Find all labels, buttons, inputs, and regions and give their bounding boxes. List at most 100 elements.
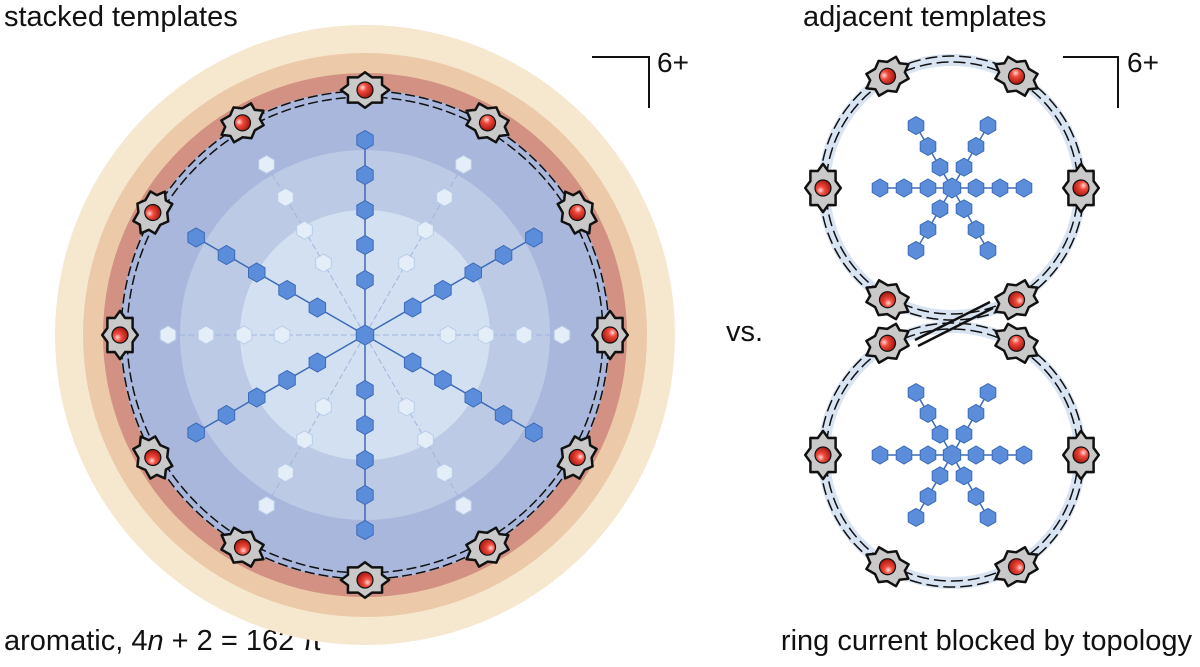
crossing-link — [914, 300, 991, 342]
hexagon-unit — [931, 199, 949, 219]
hexagon-unit — [417, 220, 434, 240]
hexagon-unit — [315, 253, 332, 273]
hexagon-unit — [931, 424, 949, 444]
porphyrin — [220, 526, 265, 568]
charge-label-left: 6+ — [657, 47, 689, 78]
hexagon-unit — [436, 463, 453, 483]
hexagon-unit — [464, 387, 482, 408]
hexagon-unit — [439, 325, 457, 345]
porphyrin — [803, 162, 843, 214]
template-spokes — [159, 129, 571, 541]
zinc-center — [601, 326, 619, 344]
porphyrin — [994, 322, 1039, 364]
zinc-center — [568, 203, 586, 222]
hexagon-unit — [398, 253, 415, 273]
porphyrin — [803, 429, 843, 481]
hexagon-unit — [278, 279, 296, 301]
hexagon-unit — [403, 352, 422, 373]
zinc-center — [111, 326, 129, 344]
hexagon-unit — [494, 244, 513, 266]
hexagon-unit — [277, 463, 294, 483]
porphyrin — [1061, 429, 1101, 481]
hexagon-unit — [895, 178, 913, 198]
hexagon-unit — [895, 445, 913, 465]
hexagon-unit — [356, 519, 374, 541]
hexagon-unit — [967, 445, 985, 465]
hexagon-unit — [217, 244, 236, 266]
porphyrin — [865, 279, 910, 321]
hexagon-unit — [942, 177, 962, 199]
zinc-center — [1007, 291, 1026, 309]
porphyrin-units — [100, 70, 630, 600]
hexagon-unit — [278, 369, 296, 391]
hexagon-unit — [356, 164, 374, 186]
hexagon-unit — [436, 187, 453, 207]
porphyrin — [994, 55, 1039, 97]
zinc-center — [1072, 179, 1090, 197]
porphyrin — [994, 279, 1039, 321]
zinc-center — [478, 114, 497, 132]
hexagon-unit — [464, 262, 482, 283]
porphyrin — [339, 560, 391, 600]
hexagon-unit — [919, 220, 937, 240]
porphyrin — [339, 70, 391, 110]
hexagon-unit — [356, 414, 374, 436]
hexagon-unit — [525, 227, 543, 248]
zinc-center — [1072, 446, 1090, 464]
zinc-center — [878, 291, 897, 309]
porphyrin — [132, 435, 174, 480]
hexagon-unit — [417, 430, 434, 450]
template-spokes-right — [871, 116, 1033, 527]
vs-label: vs. — [726, 316, 764, 348]
hexagon-unit — [553, 325, 571, 345]
hexagon-unit — [871, 178, 889, 198]
porphyrin — [556, 435, 598, 480]
porphyrin — [994, 546, 1039, 588]
porphyrin — [1061, 162, 1101, 214]
hexagon-unit — [187, 227, 205, 248]
hexagon-unit — [1015, 445, 1033, 465]
stacked-nanoring — [55, 25, 675, 645]
charge-bracket-left — [592, 56, 650, 108]
zinc-center — [568, 448, 586, 467]
hexagon-unit — [931, 157, 949, 177]
zinc-center — [356, 81, 374, 99]
zinc-center — [1007, 558, 1026, 576]
caption-ring-current-blocked: ring current blocked by topology — [780, 625, 1192, 657]
hexagon-unit — [931, 466, 949, 486]
hexagon-unit — [187, 422, 205, 443]
hexagon-unit — [494, 404, 513, 426]
hexagon-unit — [967, 403, 985, 423]
porphyrin — [220, 102, 265, 144]
hexagon-unit — [217, 404, 236, 426]
porphyrin — [465, 526, 510, 568]
hexagon-unit — [398, 397, 415, 417]
porphyrin — [100, 309, 140, 361]
hexagon-unit — [955, 199, 973, 219]
hexagon-unit — [919, 487, 937, 507]
hexagon-unit — [356, 129, 374, 151]
hexagon-unit — [434, 369, 452, 391]
zinc-center — [233, 538, 252, 556]
charge-bracket-right — [1063, 56, 1119, 108]
hexagon-unit — [919, 136, 937, 156]
hexagon-unit — [907, 383, 925, 403]
hexagon-unit — [434, 279, 452, 301]
hexagon-unit — [308, 352, 327, 373]
adjacent-nanoring — [803, 54, 1101, 589]
hexagon-unit — [907, 116, 925, 136]
zinc-center — [233, 114, 252, 132]
hexagon-unit — [979, 116, 997, 136]
hexagon-unit — [356, 269, 374, 291]
hexagon-unit — [515, 325, 533, 345]
hexagon-unit — [477, 325, 495, 345]
hexagon-unit — [967, 178, 985, 198]
porphyrin — [865, 546, 910, 588]
hexagon-unit — [907, 507, 925, 527]
zinc-center — [878, 334, 897, 352]
hexagon-unit — [355, 324, 375, 346]
hexagon-unit — [991, 445, 1009, 465]
porphyrin — [465, 102, 510, 144]
zinc-center — [1007, 67, 1026, 85]
